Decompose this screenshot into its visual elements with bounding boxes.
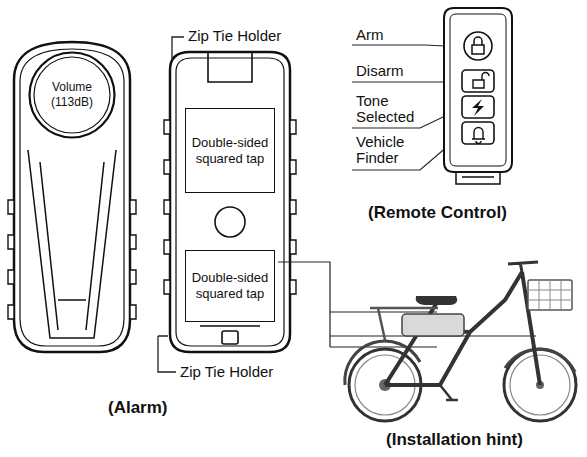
button-label: Tone Selected: [356, 93, 428, 125]
alarm-back-housing: [170, 52, 290, 352]
node-text: Double-sided squared tap: [190, 270, 270, 302]
bike-frame: [385, 272, 540, 385]
figure-caption: (Alarm): [108, 398, 168, 418]
handlebar: [508, 262, 538, 272]
unlock-icon: [473, 73, 489, 89]
finder-button: [462, 122, 494, 144]
alarm-front-inner-outline: [20, 49, 124, 346]
side-grip: [8, 200, 136, 319]
front-fender: [505, 349, 575, 372]
tone-button: [462, 96, 494, 118]
zip-tie-slot: [222, 331, 238, 344]
remote-body: [444, 8, 512, 172]
part-label: Zip Tie Holder: [188, 28, 281, 44]
alarm-back-inner-outline: [176, 58, 284, 346]
lock-icon: [472, 37, 484, 54]
pedal-crank: [440, 385, 458, 400]
alarm-front-ridge: [28, 150, 116, 338]
front-basket: [528, 280, 572, 310]
node-text: Volume (113dB): [46, 80, 98, 110]
rear-rack: [370, 308, 438, 340]
leader-line: [158, 37, 184, 372]
disarm-button: [462, 70, 494, 92]
node-text: Double-sided squared tap: [190, 135, 270, 167]
inner-ring: [34, 57, 110, 133]
bell-icon: [472, 128, 485, 144]
button-label: Arm: [356, 27, 384, 43]
adhesive-tape-pad: Double-sided squared tap: [185, 108, 275, 193]
adhesive-tape-pad: Double-sided squared tap: [185, 250, 275, 322]
remote-inner-outline: [450, 14, 506, 166]
figure-caption: (Installation hint): [386, 430, 523, 450]
outer-ring: [30, 53, 115, 138]
button-label: Disarm: [356, 63, 404, 79]
lightning-icon: [472, 99, 484, 116]
mounting-hole: [215, 207, 245, 237]
part-label: Zip Tie Holder: [180, 364, 273, 380]
bike-seat: [416, 296, 457, 305]
battery-pack: [402, 314, 464, 336]
basket-mesh: [528, 280, 572, 310]
remote-keyring: [456, 172, 500, 184]
arm-button: [464, 32, 492, 60]
zip-tie-holder: [200, 325, 260, 327]
volume-button: Volume (113dB): [28, 51, 116, 139]
zip-tie-holder: [208, 52, 252, 82]
alarm-front-housing: [14, 42, 130, 352]
button-label: Vehicle Finder: [356, 134, 428, 166]
figure-caption: (Remote Control): [368, 203, 507, 223]
